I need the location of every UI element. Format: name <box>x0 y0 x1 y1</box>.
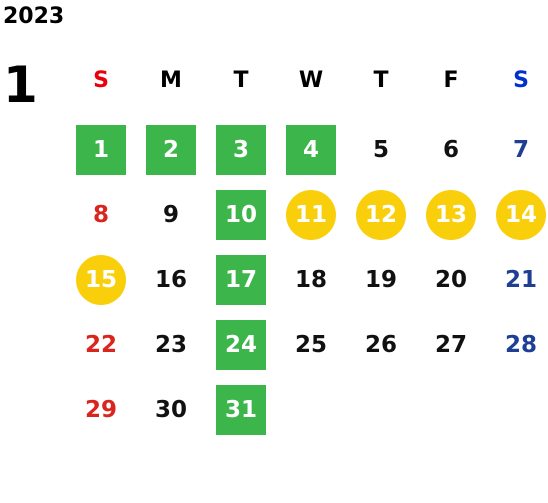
weekday-thursday: T <box>373 68 389 93</box>
calendar-day-9[interactable]: 9 <box>162 202 179 228</box>
calendar-day-28[interactable]: 28 <box>504 332 537 358</box>
calendar-day-3[interactable]: 3 <box>216 125 266 175</box>
calendar-day-15[interactable]: 15 <box>76 255 126 305</box>
calendar-day-26[interactable]: 26 <box>364 332 397 358</box>
month-label: 1 <box>3 56 38 114</box>
weekday-sunday: S <box>93 68 109 93</box>
calendar-day-5[interactable]: 5 <box>372 137 389 163</box>
calendar-day-24[interactable]: 24 <box>216 320 266 370</box>
calendar-day-2[interactable]: 2 <box>146 125 196 175</box>
weekday-tuesday: T <box>233 68 249 93</box>
weekday-wednesday: W <box>298 68 324 93</box>
calendar-day-22[interactable]: 22 <box>84 332 117 358</box>
calendar-day-12[interactable]: 12 <box>356 190 406 240</box>
calendar-day-1[interactable]: 1 <box>76 125 126 175</box>
year-label: 2023 <box>3 4 65 29</box>
calendar-day-31[interactable]: 31 <box>216 385 266 435</box>
calendar-day-10[interactable]: 10 <box>216 190 266 240</box>
calendar-day-17[interactable]: 17 <box>216 255 266 305</box>
calendar-day-27[interactable]: 27 <box>434 332 467 358</box>
weekday-saturday: S <box>513 68 529 93</box>
calendar-day-25[interactable]: 25 <box>294 332 327 358</box>
calendar-day-14[interactable]: 14 <box>496 190 546 240</box>
weekday-monday: M <box>160 68 182 93</box>
calendar-day-16[interactable]: 16 <box>154 267 187 293</box>
weekday-friday: F <box>443 68 459 93</box>
calendar-day-19[interactable]: 19 <box>364 267 397 293</box>
calendar-day-23[interactable]: 23 <box>154 332 187 358</box>
calendar-day-21[interactable]: 21 <box>504 267 537 293</box>
calendar-day-13[interactable]: 13 <box>426 190 476 240</box>
calendar-day-29[interactable]: 29 <box>84 397 117 423</box>
calendar-day-8[interactable]: 8 <box>92 202 109 228</box>
calendar-day-18[interactable]: 18 <box>294 267 327 293</box>
calendar-day-6[interactable]: 6 <box>442 137 459 163</box>
calendar-day-30[interactable]: 30 <box>154 397 187 423</box>
calendar-day-20[interactable]: 20 <box>434 267 467 293</box>
calendar-day-4[interactable]: 4 <box>286 125 336 175</box>
calendar-day-7[interactable]: 7 <box>512 137 529 163</box>
calendar-day-11[interactable]: 11 <box>286 190 336 240</box>
